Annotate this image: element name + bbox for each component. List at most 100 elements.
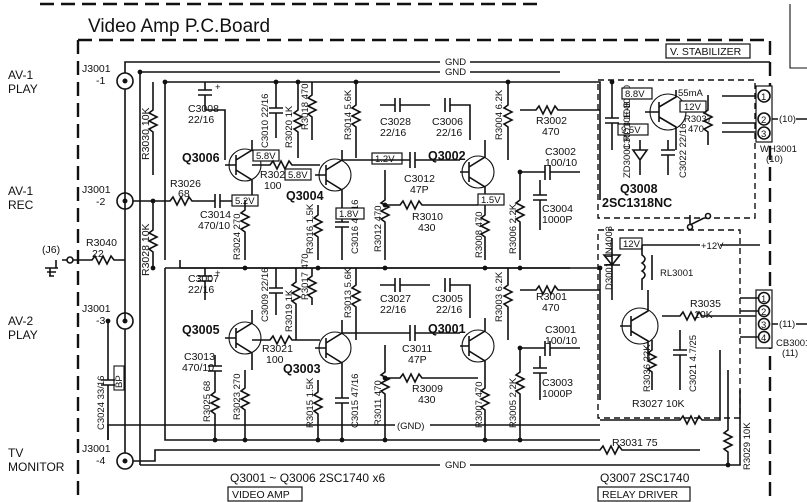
c3012-capacitor xyxy=(342,152,460,168)
c3015-label: C3015 47/16 xyxy=(350,374,361,428)
r3021-ref: R3021 xyxy=(262,343,293,355)
wh3001-pin-2-label: 2 xyxy=(761,115,766,126)
svg-text:-2: -2 xyxy=(96,196,105,208)
r3009-resistor xyxy=(385,372,478,384)
c3008-plus: + xyxy=(215,82,221,93)
r3015-label: R3015 1.5K xyxy=(305,377,316,428)
cb3001-wires xyxy=(740,297,807,338)
d3001-diode xyxy=(602,238,622,300)
r3023-label: R3023 270 xyxy=(232,374,243,421)
svg-text:AV-1: AV-1 xyxy=(8,68,33,82)
middle-link xyxy=(179,260,570,269)
r3012-resistor xyxy=(379,170,391,260)
wh3001-pin-2 xyxy=(757,112,771,126)
wh3001-ref: (10) xyxy=(779,114,796,125)
q3008-part: 2SC1318NC xyxy=(602,196,672,210)
svg-text:AV-2: AV-2 xyxy=(8,314,33,328)
c3015-capacitor xyxy=(335,380,349,440)
cb3001-pin-1-label: 1 xyxy=(761,294,766,305)
c3007-capacitor xyxy=(198,268,212,300)
wh3001-name: WH3001 xyxy=(760,144,797,155)
jack-j3001-4 xyxy=(116,452,134,470)
svg-text:PLAY: PLAY xyxy=(8,82,38,96)
v88-label: 8.8V xyxy=(625,89,645,100)
c3022-capacitor xyxy=(661,140,675,175)
r3008-label: R3008 470 xyxy=(474,212,485,259)
c3007-value: 22/16 xyxy=(188,284,214,296)
c3001-capacitor xyxy=(520,341,580,356)
c3003-capacitor xyxy=(533,356,547,400)
r3010-ref: R3010 xyxy=(412,211,443,223)
q3002-label: Q3002 xyxy=(428,149,466,163)
wh3001-wires xyxy=(722,95,758,133)
q3003-label: Q3003 xyxy=(283,362,321,376)
cb3001-sub: (11) xyxy=(782,348,798,359)
r3008-resistor xyxy=(479,205,491,260)
svg-text:PLAY: PLAY xyxy=(8,328,38,342)
zd3001-label: ZD3001 RD10E-B xyxy=(622,101,633,178)
r3023-resistor xyxy=(239,370,251,440)
r3013-resistor xyxy=(350,268,362,340)
r3022-value: 100 xyxy=(264,180,282,192)
v95-box xyxy=(617,123,649,136)
c3007-plus: + xyxy=(215,268,221,279)
r3029-resistor xyxy=(722,370,734,465)
r3006-label: R3006 2.2K xyxy=(508,203,519,254)
v58a-box xyxy=(252,149,280,162)
wh3001-pin-3 xyxy=(757,126,771,140)
c3011-ref: C3011 xyxy=(402,343,432,355)
v18-label: 1.8V xyxy=(339,209,359,220)
stabilizer-title: V. STABILIZER xyxy=(670,46,742,58)
stabilizer-title-box xyxy=(665,43,751,59)
v88-box xyxy=(621,87,653,100)
r3028-resistor xyxy=(147,201,159,268)
q3001-label: Q3001 xyxy=(428,322,466,336)
r3002-ref: R3002 xyxy=(536,115,567,127)
c3005-value: 22/16 xyxy=(436,304,462,316)
c3007-ref: C3007 xyxy=(188,273,219,285)
input-label-av2-play: AV-2 PLAY xyxy=(8,314,38,342)
r3037-resistor xyxy=(702,95,714,145)
r3031-label: R3031 75 xyxy=(612,437,658,449)
c3003-value: 1000P xyxy=(542,388,572,400)
cb3001-name: CB3001 xyxy=(776,338,807,349)
r3015-resistor xyxy=(312,380,324,440)
r3017-label: R3017 470 xyxy=(300,254,311,301)
c3004-value: 1000P xyxy=(542,214,572,226)
r3013-label: R3013 5.6K xyxy=(343,267,354,318)
r12v-label: 12V xyxy=(623,239,641,250)
top-right-wire xyxy=(789,4,807,69)
c3002-value: 100/10 xyxy=(545,157,577,169)
r3014-resistor xyxy=(350,82,362,158)
svg-text:J3001: J3001 xyxy=(82,303,111,315)
gnd-line-1 xyxy=(124,61,770,73)
c3014-value: 470/10 xyxy=(198,220,230,232)
c3011-value: 47P xyxy=(408,354,427,366)
r3007-label: R3007 470 xyxy=(474,382,485,429)
q3006-label: Q3006 xyxy=(182,151,220,165)
gnd-line-3 xyxy=(107,424,600,440)
r3035-ref: R3035 xyxy=(690,298,721,310)
r3024-resistor xyxy=(239,200,251,260)
gnd-label-3: (GND) xyxy=(397,421,424,432)
r3021-resistor xyxy=(252,334,320,346)
c3011-capacitor xyxy=(342,325,460,341)
input-label-tv-monitor: TV MONITOR xyxy=(8,446,65,474)
r3027-label: R3027 10K xyxy=(632,398,685,410)
cb3001-ref: (11) xyxy=(779,319,795,330)
r3030-label: R3030 10K xyxy=(140,107,152,160)
gnd-label-4: GND xyxy=(445,460,466,471)
r3031-resistor xyxy=(133,444,700,462)
c3001-value: 100/10 xyxy=(545,335,577,347)
q3005-label: Q3005 xyxy=(182,323,220,337)
r3035-resistor xyxy=(662,310,762,322)
c3004-ref: C3004 xyxy=(542,203,573,215)
jack-labels: J3001-1 J3001-2 J3001-3 J3001-4 xyxy=(82,63,111,467)
transistor-q3002 xyxy=(460,140,495,205)
r3027-resistor xyxy=(600,350,721,426)
relay-driver-label: RELAY DRIVER xyxy=(602,489,678,501)
v58b-box xyxy=(284,168,312,181)
c3003-ref: C3003 xyxy=(542,377,573,389)
svg-text:TV: TV xyxy=(8,446,23,460)
r3020-resistor xyxy=(292,82,304,158)
